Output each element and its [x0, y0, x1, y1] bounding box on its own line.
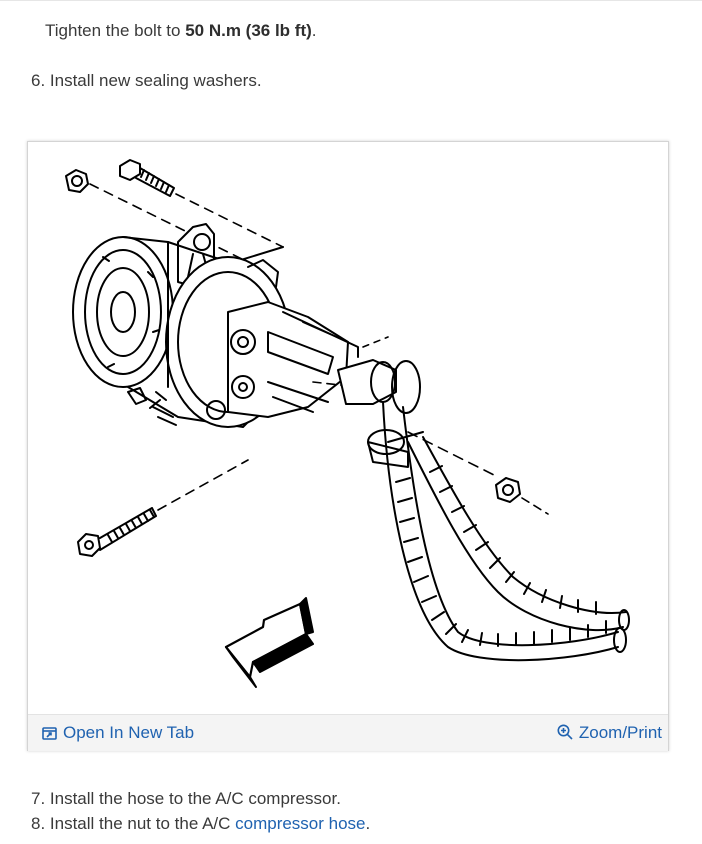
step-6: 6. Install new sealing washers.: [31, 71, 262, 90]
figure-container: Open In New Tab Zoom/Print: [27, 141, 669, 751]
open-new-tab-button[interactable]: Open In New Tab: [42, 722, 194, 744]
zoom-print-button[interactable]: Zoom/Print: [557, 722, 662, 744]
torque-instruction: Tighten the bolt to 50 N.m (36 lb ft).: [45, 21, 317, 40]
nut-top-left: [65, 169, 89, 193]
bolt-top: [119, 159, 175, 197]
open-new-tab-icon: [42, 727, 57, 740]
manifold-block: [206, 301, 359, 420]
zoom-print-label: Zoom/Print: [578, 723, 662, 742]
step-7: 7. Install the hose to the A/C compresso…: [31, 789, 341, 808]
hose-fitting: [337, 359, 424, 468]
bolt-bottom: [77, 507, 157, 557]
step-8: 8. Install the nut to the A/C compressor…: [31, 814, 371, 833]
open-new-tab-label: Open In New Tab: [63, 723, 195, 742]
figure-toolbar: Open In New Tab Zoom/Print: [28, 714, 668, 751]
nut-right: [495, 477, 521, 503]
hose-assembly: [382, 401, 630, 662]
torque-value: 50 N.m (36 lb ft): [185, 21, 312, 40]
zoom-icon: [557, 724, 573, 740]
top-divider: [0, 0, 702, 1]
front-arrow: [224, 597, 314, 688]
compressor-hose-link[interactable]: compressor hose: [235, 814, 366, 833]
compressor-diagram[interactable]: [28, 142, 668, 712]
compressor-pulley: [72, 236, 174, 388]
